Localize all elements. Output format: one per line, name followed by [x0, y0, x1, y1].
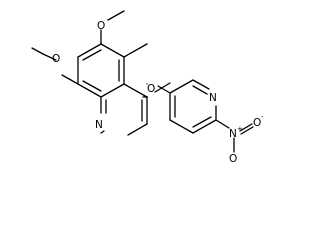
bond: [42, 53, 57, 61]
bond: [61, 74, 79, 85]
atom-n-quinoline: N: [95, 119, 103, 131]
bond: [100, 130, 105, 134]
nitro-minus-charge: -: [261, 113, 264, 121]
double-bond-inner: [82, 80, 102, 92]
nitro-plus-charge: +: [237, 125, 243, 133]
bond: [154, 82, 171, 93]
bond: [240, 126, 254, 135]
atom-o-ether: O: [147, 83, 155, 95]
bond: [127, 123, 148, 136]
bond: [100, 83, 125, 98]
bond: [77, 43, 102, 58]
bond: [169, 119, 194, 134]
bond: [157, 85, 171, 94]
bond: [77, 83, 102, 98]
bond: [192, 79, 210, 90]
bond: [107, 10, 125, 21]
bond: [100, 43, 125, 58]
bond: [192, 119, 217, 134]
atom-n-nitro: N: [229, 128, 237, 140]
atom-o-methoxy-left: O: [52, 53, 60, 65]
double-bond-inner: [82, 49, 102, 61]
bond: [169, 79, 194, 94]
atom-o-nitro-top: O: [253, 117, 261, 129]
double-bond-inner: [192, 116, 212, 128]
double-bond-inner: [192, 85, 208, 95]
molecule-diagram: O O O N N N + O - O: [31, 10, 264, 165]
bond: [215, 119, 230, 129]
atom-n-pyridine: N: [209, 92, 217, 104]
bond: [123, 43, 148, 58]
atom-o-methoxy-top: O: [97, 20, 105, 32]
bond: [123, 83, 148, 98]
chemical-structure-canvas: O O O N N N + O - O: [31, 10, 264, 165]
atom-o-nitro-bottom: O: [229, 153, 237, 165]
bond: [31, 47, 44, 55]
bond: [239, 123, 253, 132]
